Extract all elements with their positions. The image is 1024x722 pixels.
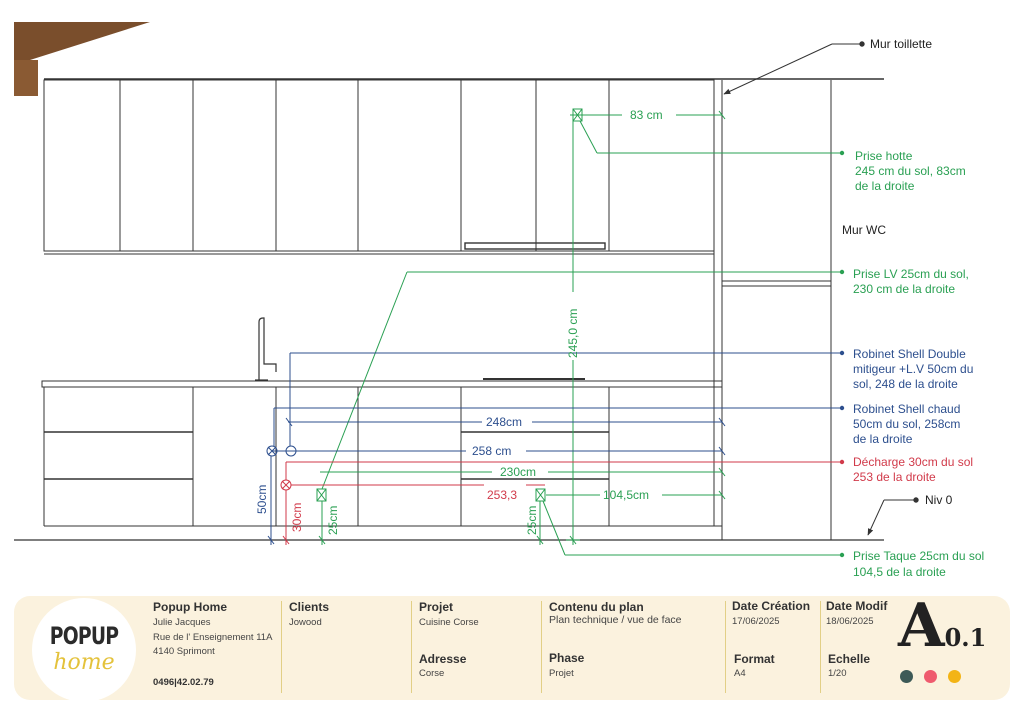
date-modif-value: 18/06/2025 xyxy=(826,616,874,627)
projet-label: Projet xyxy=(419,600,454,614)
logo-popup-text: POPUP xyxy=(49,622,119,650)
dim-248cm: 248cm xyxy=(486,415,522,429)
contenu-block: Contenu du plan Plan technique / vue de … xyxy=(549,596,709,700)
separator xyxy=(541,601,542,693)
dim-104-5cm: 104,5cm xyxy=(603,488,649,502)
dim-245cm: 245,0 cm xyxy=(566,309,580,358)
separator xyxy=(725,601,726,693)
company-phone: 0496|42.02.79 xyxy=(153,677,214,688)
annotation-decharge: Décharge 30cm du sol 253 de la droite xyxy=(853,455,976,484)
logo-home-text: home xyxy=(53,650,115,675)
color-dot-pink xyxy=(924,670,937,683)
clients-value: Jowood xyxy=(289,617,322,628)
dim-253-3: 253,3 xyxy=(487,488,517,502)
dim-83cm: 83 cm xyxy=(630,108,663,122)
adresse-value: Corse xyxy=(419,668,445,679)
sheet-code: A0.1 xyxy=(898,596,986,658)
color-dot-yellow xyxy=(948,670,961,683)
format-value: A4 xyxy=(734,668,746,679)
phase-value: Projet xyxy=(549,668,574,679)
ceiling-beam xyxy=(14,22,150,96)
green-leader-dots xyxy=(839,150,845,558)
upper-cabinets xyxy=(43,78,884,255)
green-dimensions xyxy=(316,108,840,556)
blue-dimensions xyxy=(266,352,840,545)
date-modif-block: Date Modif 18/06/2025 Echelle 1/20 xyxy=(826,596,896,700)
contenu-value: Plan technique / vue de face xyxy=(549,614,682,626)
clients-label: Clients xyxy=(289,600,330,614)
label-mur-toilette: Mur toillette xyxy=(870,37,932,51)
logo: POPUP home xyxy=(32,598,136,700)
company-name: Popup Home xyxy=(153,600,227,614)
dimension-texts: 83 cm 245,0 cm 248cm 258 cm 230cm 104,5c… xyxy=(255,108,663,535)
sheet-letter: A xyxy=(898,596,945,661)
annotation-taque: Prise Taque 25cm du sol 104,5 de la droi… xyxy=(853,549,988,579)
red-leader-dot xyxy=(839,459,845,465)
label-mur-wc: Mur WC xyxy=(842,223,886,237)
projet-value: Cuisine Corse xyxy=(419,617,479,628)
technical-drawing: Mur toillette Mur WC Niv 0 xyxy=(14,22,988,579)
sheet-number: 0.1 xyxy=(944,623,987,652)
dim-50cm: 50cm xyxy=(255,485,269,514)
blue-dim-ticks xyxy=(267,417,726,545)
company-person: Julie Jacques xyxy=(153,617,211,628)
company-city: 4140 Sprimont xyxy=(153,646,215,657)
green-dim-ticks xyxy=(318,110,726,545)
tall-column xyxy=(713,80,832,540)
adresse-label: Adresse xyxy=(419,652,467,666)
date-creation-block: Date Création 17/06/2025 Format A4 xyxy=(732,596,822,700)
dim-30cm: 30cm xyxy=(290,503,304,532)
echelle-value: 1/20 xyxy=(828,668,847,679)
echelle-label: Echelle xyxy=(828,652,871,666)
projet-block: Projet Cuisine Corse Adresse Corse xyxy=(419,596,537,700)
dim-258cm: 258 cm xyxy=(472,444,511,458)
separator xyxy=(281,601,282,693)
contenu-label: Contenu du plan xyxy=(549,600,644,614)
company-street: Rue de l' Enseignement 11A xyxy=(153,632,273,643)
company-block: Popup Home Julie Jacques Rue de l' Ensei… xyxy=(153,596,283,700)
format-label: Format xyxy=(734,652,775,666)
annotation-hotte: Prise hotte 245 cm du sol, 83cm de la dr… xyxy=(855,149,969,193)
dim-25cm-taque: 25cm xyxy=(525,506,539,535)
red-dimensions xyxy=(280,461,840,545)
color-dot-teal xyxy=(900,670,913,683)
annotation-lv: Prise LV 25cm du sol, 230 cm de la droit… xyxy=(853,267,972,296)
base-cabinets xyxy=(14,378,884,541)
clients-block: Clients Jowood xyxy=(289,596,409,700)
faucet xyxy=(255,317,277,381)
label-niv-0: Niv 0 xyxy=(925,493,953,507)
title-block: POPUP home Popup Home Julie Jacques Rue … xyxy=(14,596,1010,700)
separator xyxy=(820,601,821,693)
date-modif-label: Date Modif xyxy=(826,599,888,613)
annotations: Prise hotte 245 cm du sol, 83cm de la dr… xyxy=(853,149,988,579)
separator xyxy=(411,601,412,693)
blue-leader-dots xyxy=(839,350,845,411)
phase-label: Phase xyxy=(549,651,585,665)
annotation-chaud: Robinet Shell chaud 50cm du sol, 258cm d… xyxy=(853,402,964,446)
date-creation-value: 17/06/2025 xyxy=(732,616,780,627)
annotation-mitigeur: Robinet Shell Double mitigeur +L.V 50cm … xyxy=(853,347,977,391)
wall-leaders xyxy=(723,41,919,536)
dim-230cm: 230cm xyxy=(500,465,536,479)
date-creation-label: Date Création xyxy=(732,599,811,613)
red-dim-ticks xyxy=(282,535,290,545)
dim-25cm-lv: 25cm xyxy=(326,506,340,535)
